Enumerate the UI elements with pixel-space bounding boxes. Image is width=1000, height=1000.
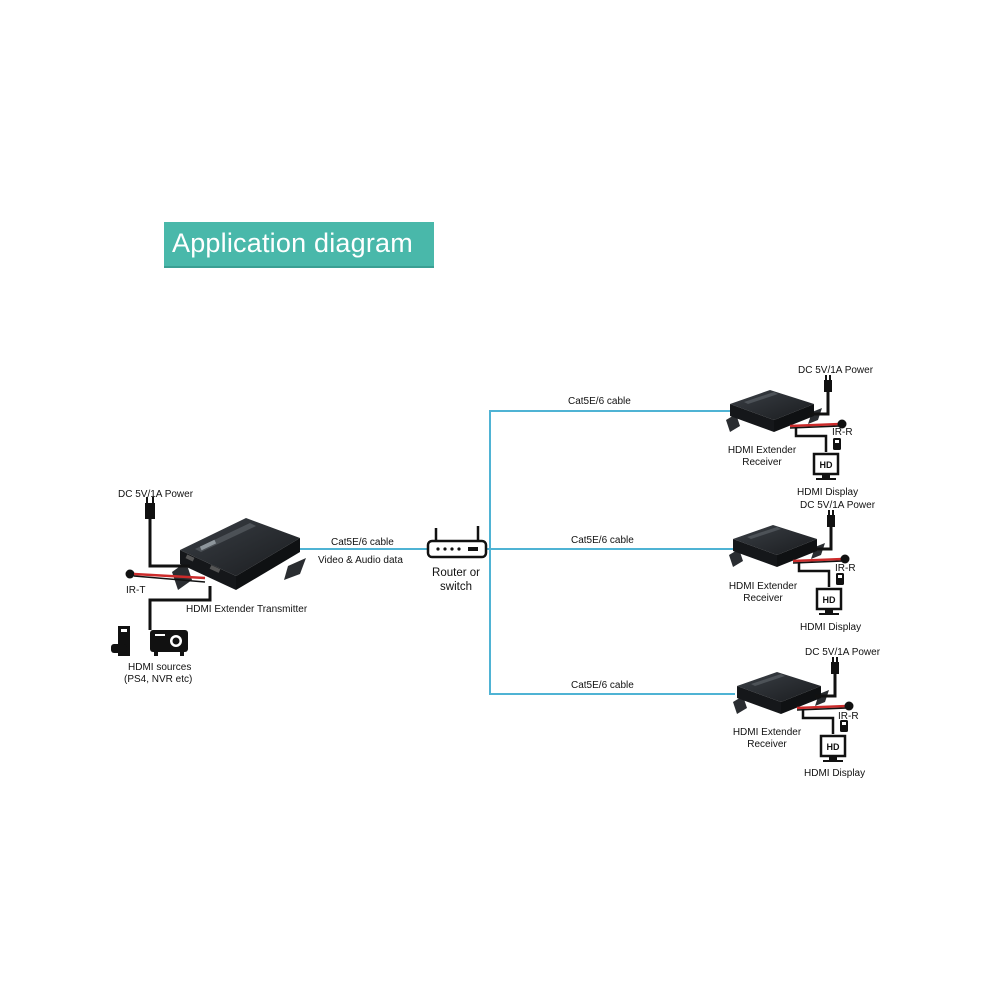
rx3-hdmi-cable <box>801 710 835 734</box>
router-label-line1: Router or <box>432 567 480 579</box>
ir-sensor-icon <box>837 419 847 429</box>
rx1-power-plug-icon <box>824 380 832 392</box>
rx1-device-label-line2: Receiver <box>742 457 782 468</box>
rx2-ir-label: IR-R <box>835 563 856 574</box>
receiver-box-2 <box>733 525 817 567</box>
ir-sensor-icon <box>125 569 135 579</box>
rx3-display-label: HDMI Display <box>804 768 866 779</box>
rx2-power-cable <box>811 510 835 551</box>
rx1-ir-label: IR-R <box>832 427 853 438</box>
hd-display-icon: HD <box>812 452 840 480</box>
hd-display-icon: HD <box>815 587 843 615</box>
receiver-unit-3: HD <box>733 657 854 762</box>
rx3-ir-cable <box>796 701 854 711</box>
receiver-unit-2: HD <box>729 510 850 615</box>
rx2-display-label: HDMI Display <box>800 622 862 633</box>
rx1-cable-label: Cat5E/6 cable <box>568 396 631 407</box>
display-badge-text: HD <box>827 742 840 752</box>
tx-ir-cable <box>125 569 206 583</box>
ir-sensor-icon <box>840 554 850 564</box>
rx2-cable-label: Cat5E/6 cable <box>571 535 634 546</box>
tx-power-label: DC 5V/1A Power <box>118 489 194 500</box>
rx2-power-plug-icon <box>827 515 835 527</box>
receiver-box-3 <box>737 672 821 714</box>
rx3-power-plug-icon <box>831 662 839 674</box>
network-cables <box>300 410 735 695</box>
rx3-power-label: DC 5V/1A Power <box>805 647 881 658</box>
display-badge-text: HD <box>820 460 833 470</box>
router-icon <box>426 526 488 559</box>
ir-sensor-icon <box>844 701 854 711</box>
rx1-power-cable <box>808 375 832 416</box>
tx-power-cable <box>145 497 190 568</box>
rx3-device-label-line1: HDMI Extender <box>732 727 802 738</box>
receiver-box-1 <box>730 390 814 432</box>
rx1-power-label: DC 5V/1A Power <box>798 365 874 376</box>
trunk-cable <box>489 410 735 695</box>
rx1-ir-cable <box>789 419 847 429</box>
tx-power-plug-icon <box>145 497 155 519</box>
rx3-device-label-line2: Receiver <box>747 739 787 750</box>
rx3-power-cable <box>815 657 839 698</box>
rx1-device-label-line1: HDMI Extender <box>727 445 797 456</box>
tx-sources-label-line2: (PS4, NVR etc) <box>124 674 193 685</box>
rx2-ir-cable <box>792 554 850 564</box>
rx2-power-label: DC 5V/1A Power <box>800 500 876 511</box>
display-badge-text: HD <box>823 595 836 605</box>
tx-sources-label-line1: HDMI sources <box>128 662 192 673</box>
tx-ir-label: IR-T <box>126 585 146 596</box>
transmitter-device <box>172 518 306 590</box>
tx-cable-label: Cat5E/6 cable <box>331 537 394 548</box>
router-label-line2: switch <box>440 581 472 593</box>
rx1-hdmi-cable <box>794 428 828 452</box>
rx1-display-label: HDMI Display <box>797 487 859 498</box>
data-label: Video & Audio data <box>318 555 403 566</box>
rx3-cable-label: Cat5E/6 cable <box>571 680 634 691</box>
rx2-device-label-line2: Receiver <box>743 593 783 604</box>
diagram-title: Application diagram <box>172 228 413 258</box>
rx2-hdmi-cable <box>797 563 831 587</box>
receiver-unit-1: HD <box>726 375 847 480</box>
hd-display-icon: HD <box>819 734 847 762</box>
tx-device-label: HDMI Extender Transmitter <box>186 604 308 615</box>
ir-receiver-icon <box>833 438 841 450</box>
rx2-device-label-line1: HDMI Extender <box>728 581 798 592</box>
game-console-icon <box>111 626 130 656</box>
title-banner: Application diagram <box>164 222 434 268</box>
tx-source-cable <box>148 586 212 630</box>
projector-icon <box>150 630 188 656</box>
rx3-ir-label: IR-R <box>838 711 859 722</box>
receivers-layer: HD HD HD <box>726 375 854 762</box>
